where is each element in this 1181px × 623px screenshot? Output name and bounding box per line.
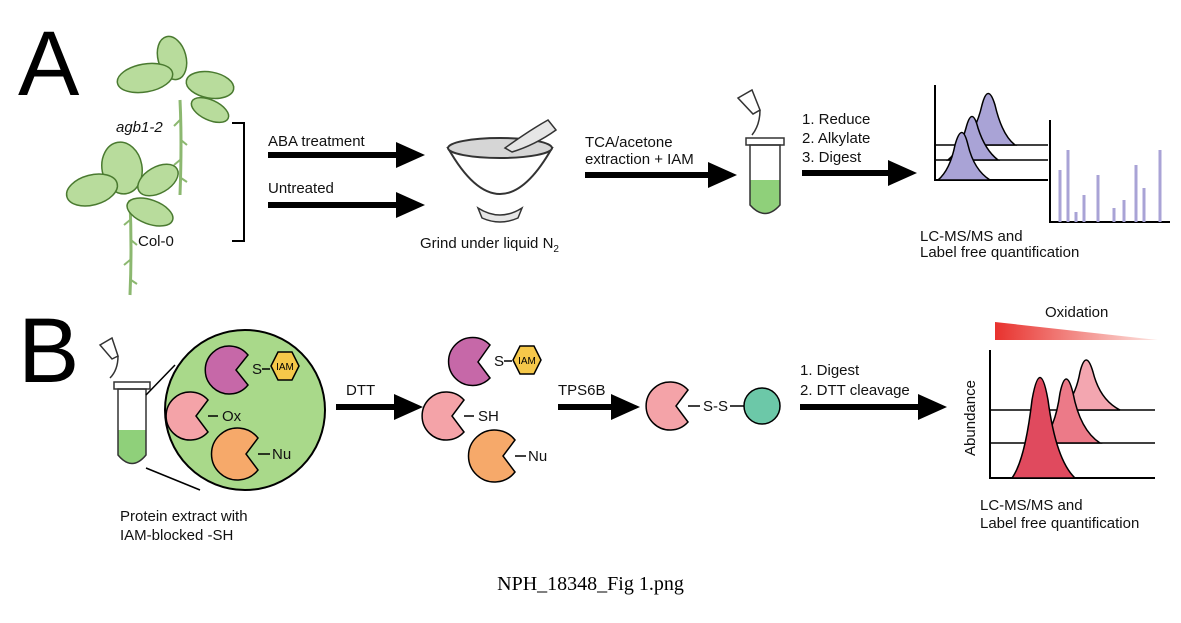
figure-caption: NPH_18348_Fig 1.png (497, 573, 684, 595)
chromatogram-icon (934, 85, 1048, 181)
panel-b-label: B (18, 300, 79, 402)
ox-label: Ox (222, 408, 242, 425)
oxidation-gradient-icon (995, 322, 1158, 340)
ms-label-a-line1: LC-MS/MS and (920, 228, 1023, 245)
iam-hexagon-icon (270, 351, 300, 381)
col-0-label: Col-0 (138, 233, 174, 250)
step-alkylate: 2. Alkylate (802, 130, 870, 147)
grind-label: Grind under liquid N2 (420, 235, 559, 255)
ms-label-b-line1: LC-MS/MS and (980, 497, 1083, 514)
free-pink-enzyme-icon (421, 391, 465, 441)
iam-hexagon-icon-2 (512, 345, 542, 375)
mass-spectrum-icon (1049, 120, 1170, 223)
resin-bead-icon (743, 387, 781, 425)
agb1-2-plant-icon (116, 35, 235, 196)
oxidation-chromatogram-icon (989, 350, 1155, 479)
bound-enzyme-icon (645, 381, 689, 431)
step-digest: 3. Digest (802, 149, 862, 166)
untreated-arrow-icon (268, 192, 425, 218)
orange-enzyme-icon (210, 427, 259, 481)
bracket (232, 122, 245, 242)
dtt-arrow-icon (336, 394, 423, 420)
pink-enzyme-icon (165, 391, 209, 441)
zoom-line-bottom (145, 467, 201, 491)
dtt-label: DTT (346, 382, 375, 399)
s-label-2: S (494, 353, 504, 370)
tps6b-label: TPS6B (558, 382, 606, 399)
abundance-label: Abundance (962, 380, 979, 456)
oxidation-label: Oxidation (1045, 304, 1108, 321)
purple-enzyme-icon (204, 345, 249, 395)
free-purple-enzyme-icon (447, 336, 491, 387)
tube-icon (736, 88, 785, 215)
nu-label-1: Nu (272, 446, 291, 463)
extraction-label-line2: extraction + IAM (585, 151, 694, 168)
extract-label-line1: Protein extract with (120, 508, 248, 525)
col-0-plant-icon (65, 141, 179, 296)
aba-arrow-icon (268, 142, 425, 168)
zoom-line-top (145, 364, 176, 396)
iam-label-1: IAM (276, 362, 294, 373)
disulfide-label: S-S (703, 398, 728, 415)
process-arrow-icon (802, 160, 917, 186)
iam-label-2: IAM (518, 356, 536, 367)
extraction-arrow-icon (585, 162, 737, 188)
mortar-pestle-icon (446, 119, 558, 223)
tube-b-icon (98, 336, 151, 465)
s-label-1: S (252, 361, 262, 378)
ms-label-b-line2: Label free quantification (980, 515, 1139, 532)
tps6b-arrow-icon (558, 394, 640, 420)
aba-treatment-label: ABA treatment (268, 133, 366, 150)
step-dtt-cleavage: 2. DTT cleavage (800, 382, 910, 399)
nu-label-2: Nu (528, 448, 547, 465)
free-orange-enzyme-icon (467, 429, 516, 483)
step-digest-b: 1. Digest (800, 362, 860, 379)
sh-label: SH (478, 408, 499, 425)
step-reduce: 1. Reduce (802, 111, 870, 128)
extraction-label-line1: TCA/acetone (585, 134, 673, 151)
untreated-label: Untreated (268, 180, 334, 197)
agb1-2-label: agb1-2 (116, 119, 163, 136)
extract-label-line2: IAM-blocked -SH (120, 527, 233, 544)
ms-label-a-line2: Label free quantification (920, 244, 1079, 261)
panel-a-label: A (18, 13, 80, 115)
digest-arrow-icon (800, 394, 947, 420)
